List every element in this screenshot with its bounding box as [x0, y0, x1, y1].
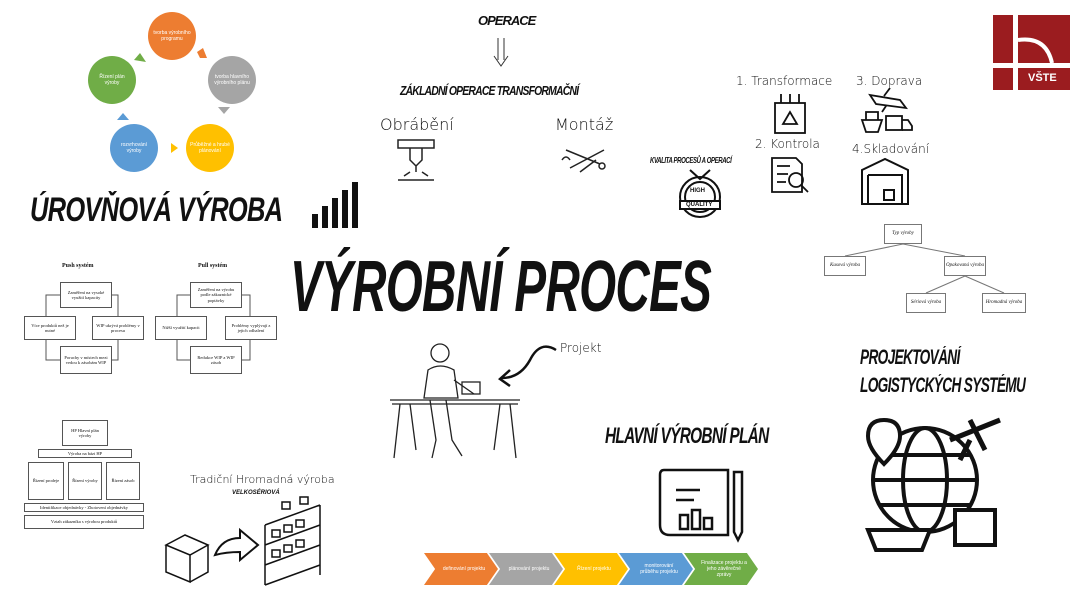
pull-top: Zaměření na výrobu podle zákaznické popt… [190, 282, 242, 308]
pull-right: Problémy vyplývají z jejich odhalení [225, 316, 277, 340]
blueprint-plan-icon [658, 468, 744, 543]
vste-logo [993, 15, 1070, 90]
badge-top-text: HIGH [690, 188, 705, 194]
cnc-machining-icon [397, 139, 435, 181]
skladovani-label: 4.Skladování [852, 142, 930, 156]
chevron-step-2: plánování projektu [489, 553, 563, 585]
warehouse-shelves-icon [264, 496, 321, 586]
chevron-step-3: Řízení projektu [554, 553, 628, 585]
tree-opakovana: Opakovaná výroba [944, 256, 986, 276]
chevron-step-5: Finalizace projektu a jeho závěrečné zpr… [684, 553, 758, 585]
push-right: WIP ukrývá problémy v procesu [92, 316, 144, 340]
pull-bottom: Redukce WIP a WIP zásob [190, 346, 242, 374]
operace-heading: OPERACE [478, 13, 536, 28]
signal-bars-icon [312, 182, 358, 228]
transformer-icon [774, 94, 806, 134]
chevron-step-1: definování projektu [424, 553, 498, 585]
kvalita-heading: KVALITA PROCESŮ A OPERACÍ [650, 156, 732, 165]
push-top: Zaměření na vysoké využití kapacity [60, 282, 112, 308]
obrabeni-label: Obrábění [380, 115, 454, 134]
cycle-step-5: Řízení plán výroby [88, 56, 136, 104]
projektovani-heading-line1: PROJEKTOVÁNÍ [860, 346, 960, 369]
hier-row4: Identifikace objednávky - Zhotovení obje… [24, 503, 144, 512]
transformace-label: 1. Transformace [736, 74, 833, 88]
hier-c2: Řízení výroby [68, 462, 102, 500]
tools-icon [561, 149, 606, 173]
warehouse-icon [861, 157, 909, 205]
urovnova-vyroba-heading: ÚROVŇOVÁ VÝROBA [30, 191, 283, 229]
badge-bottom-text: QUALITY [686, 202, 713, 208]
push-pull-connectors [45, 294, 251, 361]
push-title: Push systém [62, 263, 94, 269]
montaz-label: Montáž [555, 115, 614, 134]
transport-icon [860, 87, 913, 133]
tree-seriova: Sériová výroba [906, 293, 946, 313]
kontrola-label: 2. Kontrola [755, 137, 820, 151]
push-bottom: Poruchy v místech mezi vedou k zásobám W… [60, 346, 112, 374]
zakladni-operace-heading: ZÁKLADNÍ OPERACE TRANSFORMAČNÍ [400, 83, 579, 98]
hier-c1: Řízení prodeje [28, 462, 64, 500]
cycle-arrows [117, 48, 230, 153]
checklist-magnifier-icon [771, 157, 809, 193]
logo-text: VŠTE [1028, 72, 1057, 84]
hier-row5: Vztah zákazníka s výrobou produktů [24, 515, 144, 529]
cycle-step-1: tvorba výrobního programu [148, 12, 196, 60]
tree-lines [844, 243, 1005, 294]
cycle-step-3: Průběžné a hrubé plánování [186, 124, 234, 172]
tree-hromadna: Hromadná výroba [982, 293, 1026, 313]
hier-top: HP Hlavní plán výroby [62, 420, 108, 446]
hier-row2: Výroba na bázi HP [38, 449, 132, 458]
arrow-down-icon [493, 38, 509, 67]
tree-kusova: Kusová výroba [824, 256, 866, 276]
push-left: Více produktů než je nutné [24, 316, 76, 340]
person-at-desk-illustration [390, 343, 520, 459]
hlavni-vyrobni-plan-heading: HLAVNÍ VÝROBNÍ PLÁN [605, 423, 769, 448]
page-title: VÝROBNÍ PROCES [290, 247, 712, 327]
big-arrow-icon [213, 527, 260, 563]
tree-root: Typ výroby [884, 224, 922, 244]
doprava-label: 3. Doprava [856, 74, 923, 88]
global-logistics-icon [865, 417, 1001, 552]
projekt-label: Projekt [560, 341, 602, 355]
chevron-step-4: monitorování průběhu projektu [619, 553, 693, 585]
velkoseriova-label: VELKOSÉRIOVÁ [232, 490, 280, 496]
cycle-step-4: rozvrhování výroby [110, 124, 158, 172]
cycle-step-2: tvorba hlavního výrobního plánu [208, 56, 256, 104]
projektovani-heading-line2: LOGISTYCKÝCH SYSTÉMU [860, 374, 1026, 397]
tradicni-hromadna-label: Tradiční Hromadná výroba [190, 473, 335, 486]
box-icon [164, 534, 210, 584]
high-quality-badge-icon [679, 169, 721, 218]
curved-arrow-icon [497, 345, 557, 388]
hier-c3: Řízení zásob [106, 462, 140, 500]
pull-title: Pull systém [198, 263, 228, 269]
pull-left: Nižší využití kapacit [155, 316, 207, 340]
